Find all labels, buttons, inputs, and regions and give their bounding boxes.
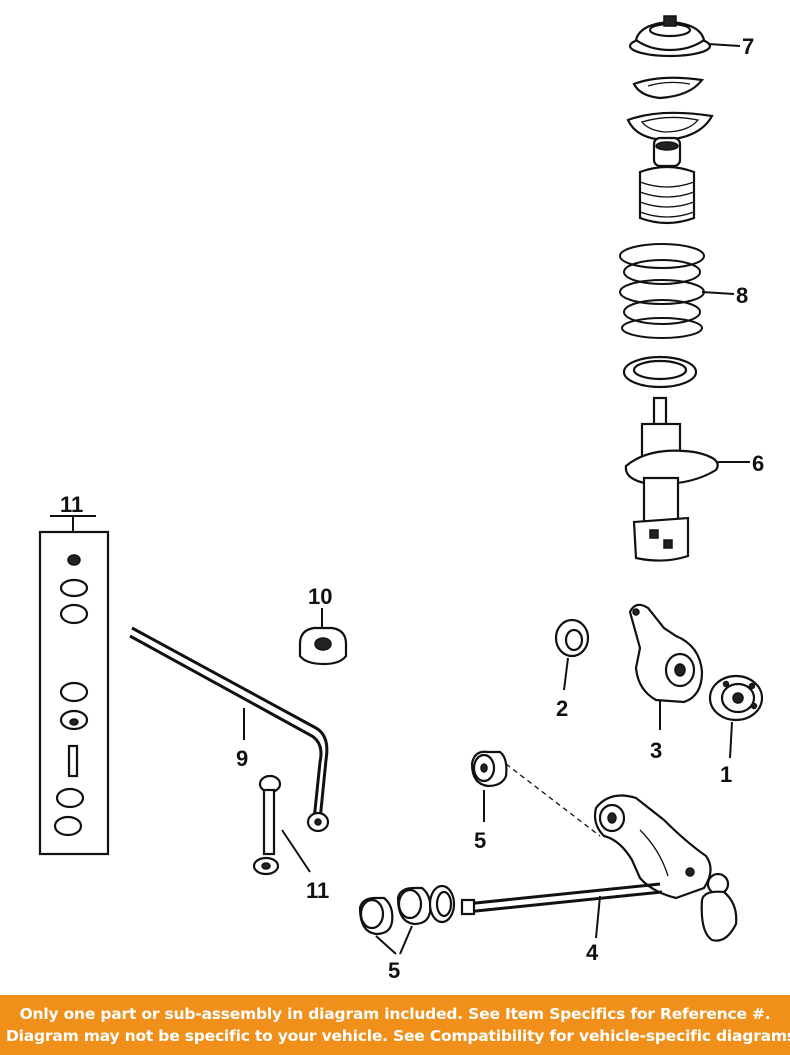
callout-line-5-lower-a — [375, 935, 397, 955]
callout-line-1 — [729, 721, 733, 759]
hub-seal — [554, 618, 590, 658]
lower-control-arm — [460, 794, 738, 942]
callout-8: 8 — [736, 283, 748, 308]
callout-11-kit: 11 — [60, 492, 83, 517]
callout-line-8 — [701, 291, 735, 295]
callout-5-lower: 5 — [388, 958, 400, 983]
notice-banner: Only one part or sub-assembly in diagram… — [0, 995, 790, 1055]
steering-knuckle — [628, 603, 704, 704]
callout-line-2 — [563, 657, 569, 691]
strut-assembly — [624, 396, 719, 562]
control-arm-bushings-lower — [358, 884, 456, 936]
callout-10: 10 — [308, 584, 332, 609]
control-arm-bushing-upper — [470, 750, 508, 788]
callout-2: 2 — [556, 696, 568, 721]
suspension-exploded-diagram: 7 8 6 — [38, 15, 764, 983]
notice-line-2: Diagram may not be specific to your vehi… — [6, 1027, 790, 1045]
link-kit-panel — [38, 515, 110, 856]
callout-line-4 — [595, 895, 601, 939]
callout-1: 1 — [720, 762, 732, 787]
strut-mount — [628, 15, 712, 58]
callout-7: 7 — [742, 34, 754, 59]
callout-line-7 — [707, 43, 741, 47]
mount-bearing — [632, 76, 704, 100]
callout-11-link: 11 — [306, 878, 329, 903]
coil-spring — [619, 243, 705, 339]
stabilizer-bar — [129, 626, 330, 833]
spring-insulator — [622, 355, 698, 389]
notice-line-1: Only one part or sub-assembly in diagram… — [19, 1005, 771, 1023]
callout-9: 9 — [236, 746, 248, 771]
callout-line-11 — [281, 829, 311, 873]
stabilizer-link — [252, 774, 282, 876]
callout-6: 6 — [752, 451, 764, 476]
hub-bearing — [708, 674, 764, 722]
assembly-dashline — [505, 763, 601, 837]
callout-3: 3 — [650, 738, 662, 763]
callout-line-5-lower-b — [399, 925, 413, 955]
bumper-and-boot — [638, 136, 696, 225]
callout-4: 4 — [586, 940, 599, 965]
callout-5-upper: 5 — [474, 828, 486, 853]
stabilizer-bushing — [298, 626, 348, 666]
upper-spring-seat — [626, 111, 714, 142]
